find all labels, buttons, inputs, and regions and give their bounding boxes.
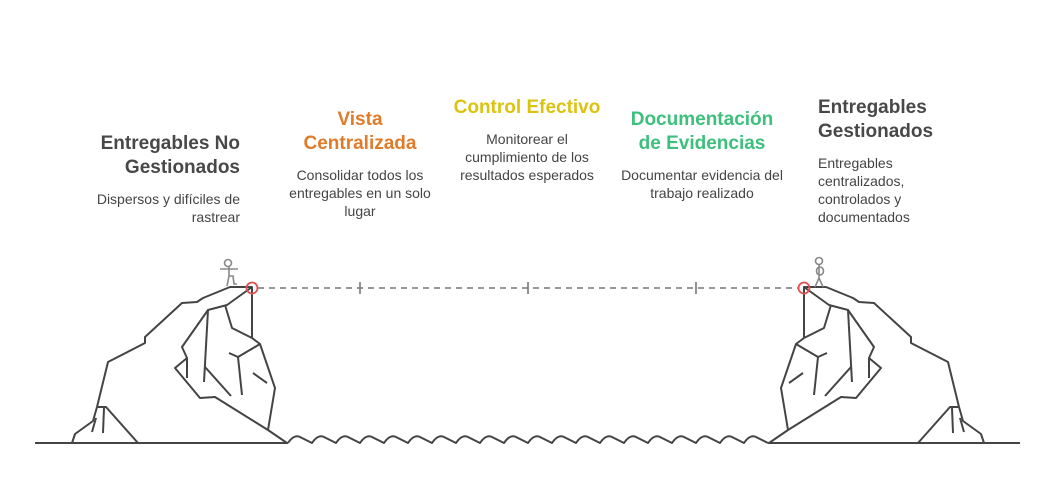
right-cliff (768, 286, 985, 444)
stage-3: Control Efectivo Monitorear el cumplimie… (452, 96, 602, 184)
stage-title: Documentación de Evidencias (630, 109, 774, 154)
left-cliff (71, 286, 288, 444)
stage-title: Entregables No Gestionados (100, 133, 240, 178)
stage-desc: Consolidar todos los entregables en un s… (289, 167, 431, 219)
walking-person-icon (220, 258, 238, 287)
water-waves (287, 435, 769, 444)
stage-title: Control Efectivo (453, 97, 601, 118)
stage-2: Vista Centralizada Consolidar todos los … (285, 108, 435, 220)
end-marker (797, 281, 811, 295)
stage-desc: Entregables centralizados, controlados y… (818, 155, 910, 225)
stage-5: Entregables Gestionados Entregables cent… (818, 96, 958, 226)
stage-title: Entregables Gestionados (818, 97, 934, 142)
stage-4: Documentación de Evidencias Documentar e… (620, 108, 784, 202)
stage-desc: Dispersos y difíciles de rastrear (96, 191, 240, 225)
stage-title: Vista Centralizada (303, 109, 417, 154)
start-marker (245, 281, 259, 295)
standing-person-icon (814, 256, 825, 288)
stage-desc: Documentar evidencia del trabajo realiza… (621, 167, 783, 201)
stage-desc: Monitorear el cumplimiento de los result… (460, 131, 594, 183)
stage-1: Entregables No Gestionados Dispersos y d… (70, 132, 240, 226)
milestone-ticks (359, 282, 697, 294)
